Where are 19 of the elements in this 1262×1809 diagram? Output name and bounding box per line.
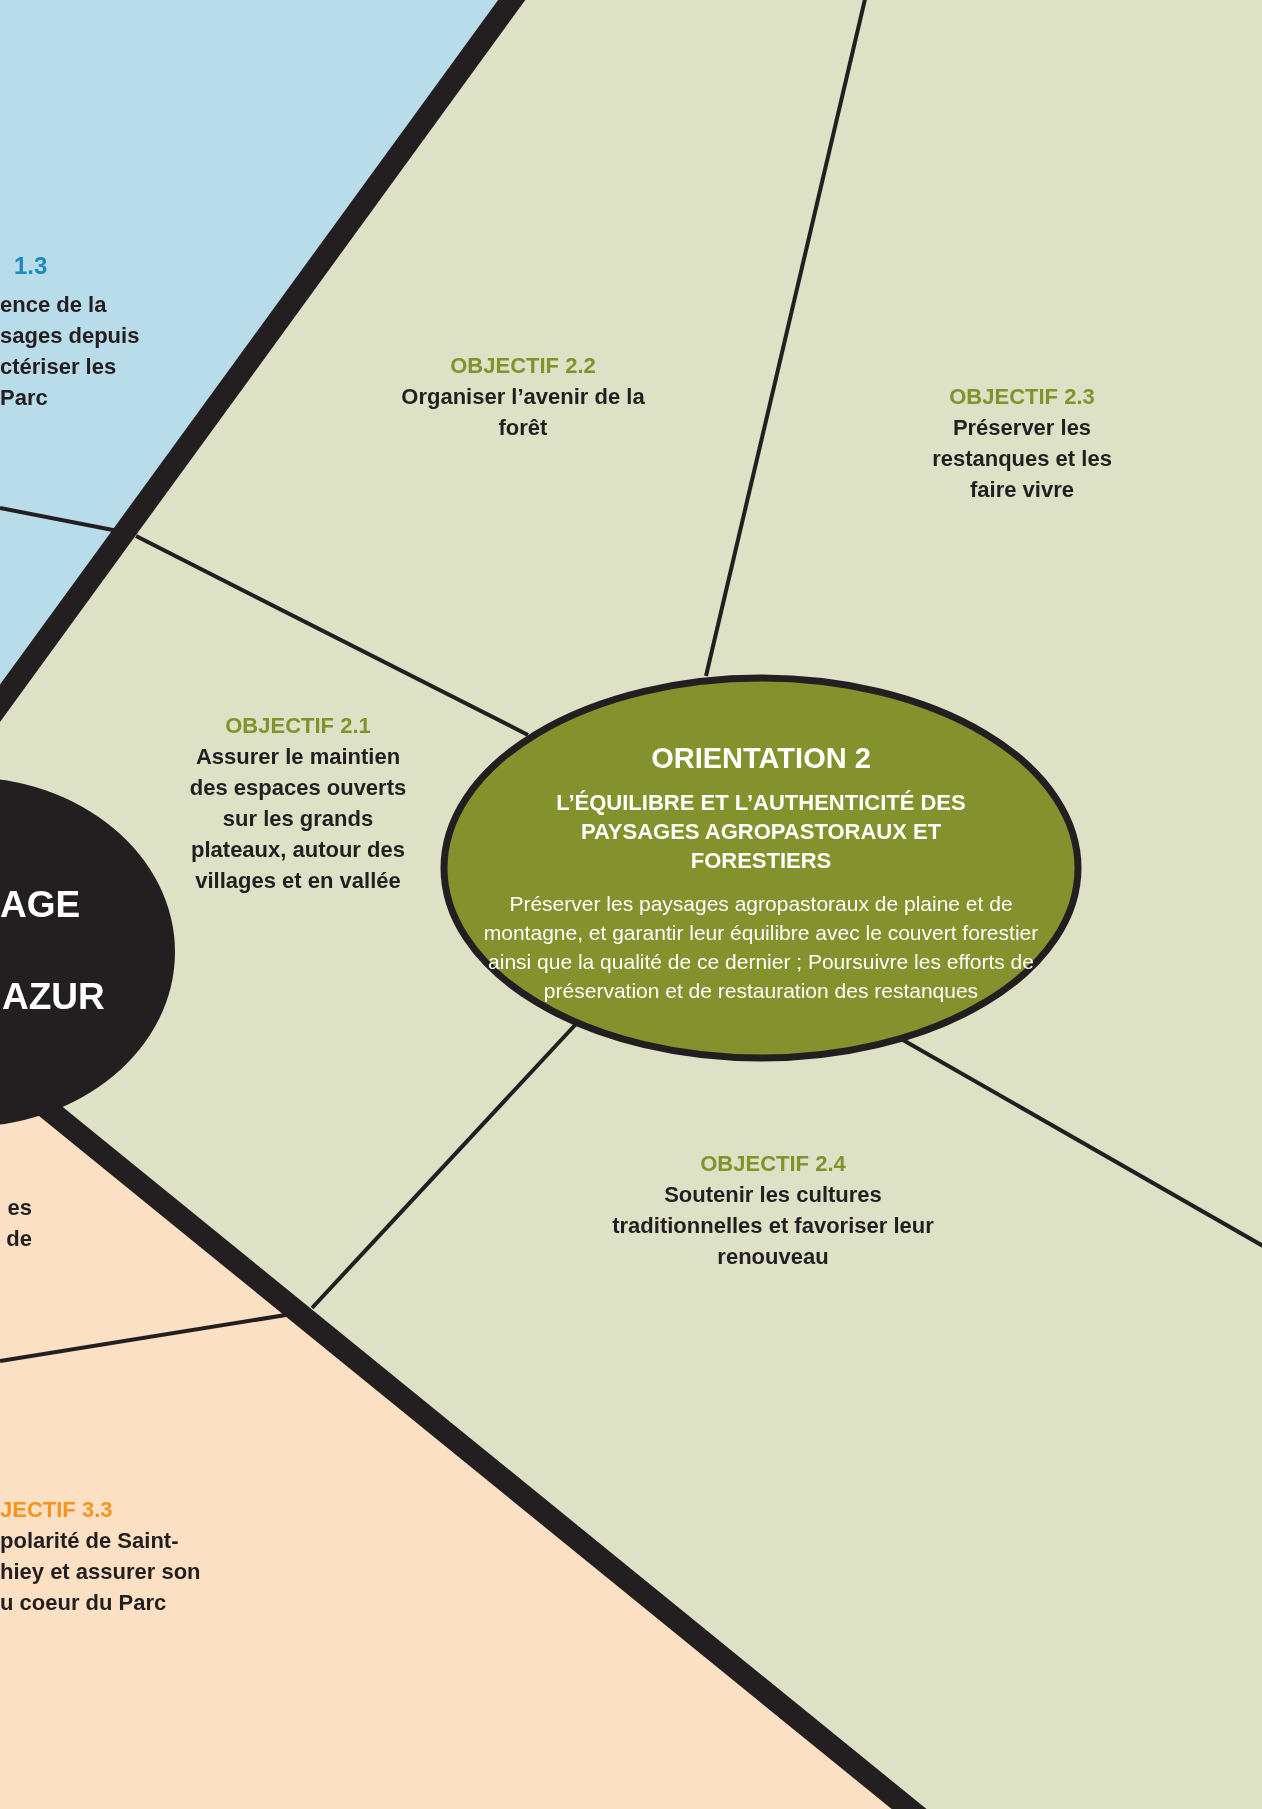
objective-text: polarité de Saint- hiey et assurer son u coeur du Parc [0,1527,202,1617]
orientation-ellipse [440,674,1082,1062]
objective-heading: OBJECTIF 2.1 [225,712,371,740]
objective-heading: OBJECTIF 2.4 [700,1150,846,1178]
objective-text: Assurer le maintien des espaces ouverts sur les grands plateaux, autour des villages et en vallée [188,743,408,895]
objective-text: Soutenir les cultures traditionnelles et favoriser leur renouveau [611,1181,935,1271]
objective-text: Préserver les restanques et les faire vivre [931,414,1113,504]
objective-text: es de [5,1194,32,1253]
orientation-title: AZUR [2,975,106,1019]
orientation-description: Préserver les paysages agropastoraux de plaine et de montagne, et garantir leur équilibre avec le couvert forestier ainsi que la qualité de ce dernier ; Poursuivre les efforts de préservation et de restauration des restanques [482,890,1040,1004]
objective-heading: JECTIF 3.3 [0,1496,114,1524]
objective-text: ence de la sages depuis ctériser les Parc [0,291,141,412]
orientation-title: AGE [0,883,82,927]
orientation-subtitle: L’ÉQUILIBRE ET L’AUTHENTICITÉ DES PAYSAGES AGROPASTORAUX ET FORESTIERS [555,788,967,875]
objective-text: Organiser l’avenir de la forêt [400,383,646,442]
objective-heading: OBJECTIF 2.3 [949,383,1095,411]
objective-heading: OBJECTIF 2.2 [450,352,596,380]
orientation-title: ORIENTATION 2 [651,740,871,776]
objective-number: 1.3 [14,251,49,281]
